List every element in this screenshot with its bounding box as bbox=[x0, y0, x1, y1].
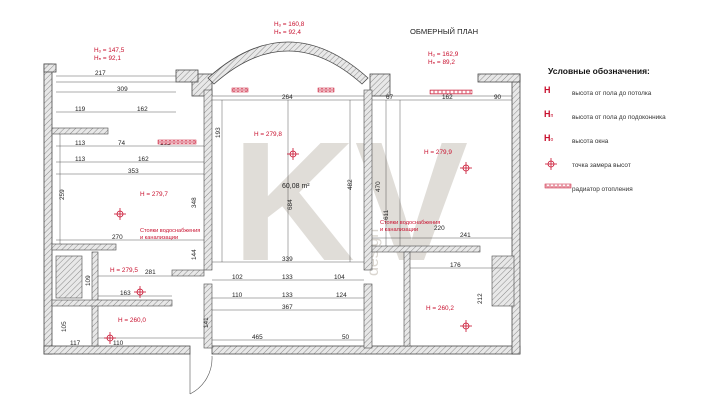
legend-item-radiator: радиатор отопления bbox=[540, 181, 710, 208]
dim-label: 241 bbox=[460, 232, 471, 239]
dim-label: 119 bbox=[75, 106, 86, 113]
dim-label: 104 bbox=[334, 274, 345, 281]
radiator-icon bbox=[231, 87, 249, 93]
h-ceiling-icon: H bbox=[544, 85, 551, 95]
legend-item-label: высота от пола до потолка bbox=[572, 90, 652, 97]
dim-label: 367 bbox=[282, 304, 293, 311]
riser-label-line: Стояки водоснабжения bbox=[140, 228, 200, 234]
dim-label: 133 bbox=[282, 274, 293, 281]
radiator-icon bbox=[544, 181, 572, 195]
measure-point-icon bbox=[460, 162, 472, 174]
dim-label: 176 bbox=[450, 262, 461, 269]
dim-label: 117 bbox=[70, 340, 81, 347]
dim-label: 465 bbox=[252, 334, 263, 341]
legend-item-label: радиатор отопления bbox=[572, 186, 633, 193]
dim-label: 133 bbox=[282, 292, 293, 299]
dim-label: 162 bbox=[137, 106, 148, 113]
legend-item-label: высота от пола до подоконника bbox=[572, 114, 666, 121]
window-h2: Hₙ = 92,1 bbox=[94, 55, 121, 62]
window-h1: Hₒ = 162,9 bbox=[428, 51, 459, 58]
legend-item-sill: Hп высота от пола до подоконника bbox=[540, 109, 710, 136]
window-h2: Hₙ = 92,4 bbox=[274, 29, 301, 36]
riser-label-line: Стояки водоснабжения bbox=[380, 220, 440, 226]
dim-label: 144 bbox=[191, 249, 198, 260]
dim-label: 141 bbox=[203, 317, 210, 328]
interior-walls bbox=[51, 89, 515, 349]
legend-title: Условные обозначения: bbox=[548, 66, 650, 76]
dim-label: 684 bbox=[287, 199, 294, 210]
dim-label: 50 bbox=[342, 334, 350, 341]
dim-label: 90 bbox=[494, 94, 502, 101]
measure-point-icon bbox=[460, 320, 472, 332]
window-heights: Hₒ = 147,5 Hₙ = 92,1 Hₒ = 160,8 Hₙ = 92,… bbox=[94, 21, 459, 66]
plan-title: ОБМЕРНЫЙ ПЛАН bbox=[410, 27, 478, 36]
dim-label: 113 bbox=[75, 140, 86, 147]
room-outlines bbox=[56, 81, 512, 97]
dim-label: 110 bbox=[232, 292, 243, 299]
dim-label: 113 bbox=[75, 156, 86, 163]
dim-label: 348 bbox=[191, 197, 198, 208]
radiator-icon bbox=[429, 89, 473, 95]
dim-label: 339 bbox=[282, 256, 293, 263]
legend: Условные обозначения: H высота от пола д… bbox=[540, 66, 710, 208]
dim-label: 264 bbox=[282, 94, 293, 101]
dim-label: 220 bbox=[434, 225, 445, 232]
dim-label: 74 bbox=[118, 140, 126, 147]
dim-label: 470 bbox=[375, 181, 382, 192]
height-label: H = 260,0 bbox=[118, 317, 146, 324]
dim-label: 162 bbox=[138, 156, 149, 163]
riser-labels: Стояки водоснабжения и канализации Стояк… bbox=[140, 220, 440, 241]
height-label: H = 279,7 bbox=[140, 191, 168, 198]
window-h2: Hₙ = 89,2 bbox=[428, 59, 455, 66]
height-label: H = 279,9 bbox=[424, 149, 452, 156]
dim-label: 105 bbox=[61, 321, 68, 332]
dim-label: 212 bbox=[477, 293, 484, 304]
radiators bbox=[157, 87, 473, 145]
legend-item-ceiling: H высота от пола до потолка bbox=[540, 85, 710, 112]
measure-point-icon bbox=[544, 157, 564, 171]
riser-label-line: и канализации bbox=[380, 227, 418, 233]
dim-label: 217 bbox=[95, 70, 106, 77]
dim-label: 309 bbox=[117, 86, 128, 93]
dim-label: 67 bbox=[386, 94, 394, 101]
h-sill-icon: Hп bbox=[544, 109, 554, 119]
dim-label: 109 bbox=[85, 275, 92, 286]
dim-label: 193 bbox=[215, 127, 222, 138]
dim-label: 124 bbox=[336, 292, 347, 299]
legend-item-label: высота окна bbox=[572, 138, 609, 145]
window-h1: Hₒ = 160,8 bbox=[274, 21, 305, 28]
entry-door bbox=[189, 354, 213, 395]
dim-label: 162 bbox=[442, 94, 453, 101]
h-window-icon: Hо bbox=[544, 133, 554, 143]
room-heights: H = 279,8 H = 279,9 H = 279,7 H = 279,5 … bbox=[110, 131, 454, 324]
height-label: H = 260,2 bbox=[426, 305, 454, 312]
legend-item-window: Hо высота окна bbox=[540, 133, 710, 160]
window-h1: Hₒ = 147,5 bbox=[94, 47, 125, 54]
exterior-walls bbox=[43, 41, 521, 355]
height-label: H = 279,8 bbox=[254, 131, 282, 138]
height-label: H = 279,5 bbox=[110, 267, 138, 274]
measure-point-icon bbox=[114, 208, 126, 220]
measure-point-icon bbox=[287, 148, 299, 160]
radiator-icon bbox=[317, 87, 335, 93]
dim-label: 611 bbox=[383, 209, 390, 220]
legend-item-label: точка замера высот bbox=[572, 162, 631, 169]
radiator-icon bbox=[157, 139, 197, 145]
measure-points bbox=[104, 148, 472, 344]
dim-label: 163 bbox=[120, 290, 131, 297]
dim-label: 482 bbox=[347, 179, 354, 190]
dim-label: 110 bbox=[113, 340, 124, 347]
dim-label: 270 bbox=[112, 234, 123, 241]
measure-point-icon bbox=[134, 286, 146, 298]
dim-label: 281 bbox=[145, 269, 156, 276]
dim-label: 353 bbox=[128, 168, 139, 175]
riser-label-line: и канализации bbox=[140, 235, 178, 241]
legend-item-measure: точка замера высот bbox=[540, 157, 710, 184]
dim-label: 102 bbox=[232, 274, 243, 281]
measure-point-icon bbox=[104, 332, 116, 344]
dim-label: 259 bbox=[59, 189, 66, 200]
room-area: 60,08 m² bbox=[282, 183, 310, 190]
